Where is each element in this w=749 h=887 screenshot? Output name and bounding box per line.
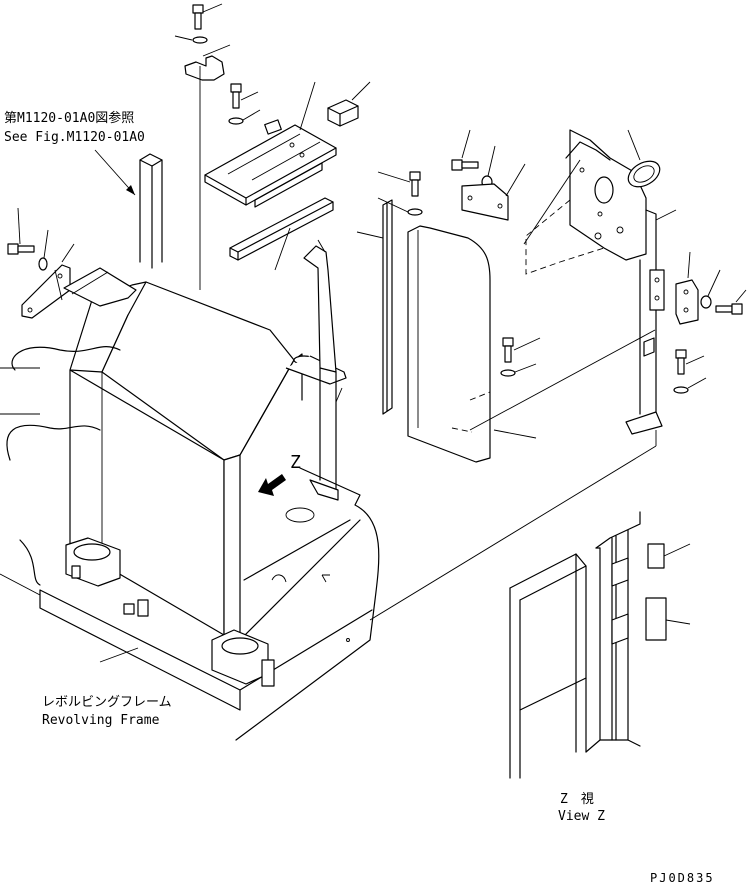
mounting-plate (204, 81, 337, 208)
left-bracket (21, 243, 75, 319)
top-washer (174, 35, 208, 44)
view-label-jp: Z 視 (560, 792, 594, 807)
lower-right-washer (673, 377, 707, 394)
right-washer (481, 145, 496, 189)
view-marker-z: Z (290, 452, 301, 473)
top-bolt (192, 3, 223, 30)
left-washer (38, 229, 49, 271)
reference-arrowhead (126, 185, 135, 195)
frame-label-jp: レボルビングフレーム (42, 695, 172, 710)
plate-washer (228, 109, 261, 125)
hinge-washer (700, 269, 721, 309)
drawing-code: PJ0D835 (650, 871, 715, 885)
radiator-cover (54, 267, 347, 646)
right-mount (211, 629, 275, 687)
right-support-bracket (523, 129, 677, 435)
reference-note-jp: 第M1120-01A0図参照 (4, 110, 134, 126)
panel-bolt (502, 337, 541, 363)
seal-strip (356, 199, 393, 415)
rubber-block (327, 81, 371, 127)
top-bracket (184, 44, 231, 290)
view-z-detail (509, 511, 691, 779)
frame-label-leader (99, 647, 139, 663)
guard-side-post (303, 239, 343, 501)
panel-to-frame-leader (469, 329, 656, 431)
hinge-bolt (715, 289, 747, 315)
right-grommet (627, 129, 661, 188)
center-bolt (377, 171, 421, 197)
lower-right-bolt (675, 349, 705, 375)
long-bar (229, 197, 334, 271)
frame-block (123, 603, 135, 615)
hinge-left (649, 269, 665, 311)
frame-body (0, 346, 380, 741)
frame-label-en: Revolving Frame (42, 713, 160, 728)
center-washer (377, 197, 423, 216)
center-panel (407, 225, 537, 463)
small-clip (643, 337, 655, 357)
right-bolt (451, 129, 479, 171)
reference-post (139, 153, 163, 269)
panel-washer (500, 363, 537, 377)
reference-note-en: See Fig.M1120-01A0 (4, 130, 145, 145)
view-z-leader (369, 445, 657, 621)
reference-leader (94, 149, 136, 196)
left-mount (65, 537, 121, 587)
right-small-bracket (461, 163, 526, 221)
plate-bolt (230, 83, 259, 109)
view-direction-arrow (258, 474, 286, 496)
frame-block-2 (137, 599, 149, 617)
left-bolt (7, 207, 35, 255)
view-label-en: View Z (558, 809, 605, 824)
hinge-right (675, 251, 699, 325)
